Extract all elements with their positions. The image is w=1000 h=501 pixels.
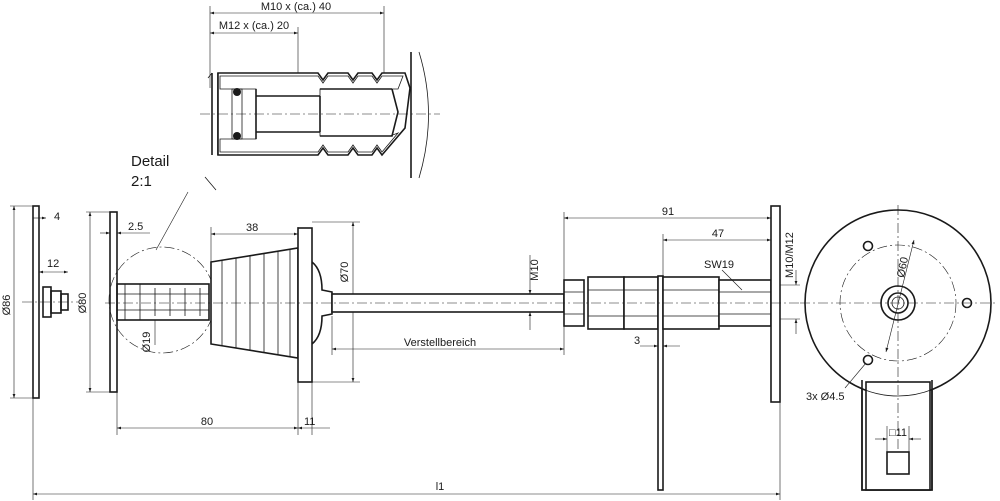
dim-d60: Ø60 xyxy=(895,256,911,279)
dim-adjust-range: Verstellbereich xyxy=(404,337,476,349)
main-assembly: Ø80 2.5 Ø19 38 Ø70 M10 Ver xyxy=(32,205,800,500)
dim-w3: 3 xyxy=(634,335,640,347)
dim-d86: Ø86 xyxy=(1,295,13,316)
detail-scale: 2:1 xyxy=(131,173,152,190)
dim-m10-depth: M10 x (ca.) 40 xyxy=(261,1,331,13)
dim-w4: 4 xyxy=(54,211,60,223)
dim-w2-5: 2.5 xyxy=(128,221,143,233)
detail-label: Detail xyxy=(131,153,169,170)
label-holes: 3x Ø4.5 xyxy=(806,391,845,403)
dim-m12-depth: M12 x (ca.) 20 xyxy=(219,20,289,32)
dim-w80: 80 xyxy=(201,416,213,428)
dim-w47: 47 xyxy=(712,228,724,240)
dim-d70: Ø70 xyxy=(339,262,351,283)
dim-sq11: □11 xyxy=(889,427,907,439)
dim-l1: l1 xyxy=(436,481,445,493)
dim-w11: 11 xyxy=(304,416,315,428)
dim-m10: M10 xyxy=(529,259,541,280)
dim-d80: Ø80 xyxy=(77,293,89,314)
dim-w12: 12 xyxy=(47,258,59,270)
label-sw19: SW19 xyxy=(704,259,734,271)
dim-m10-m12: M10/M12 xyxy=(784,232,796,278)
dim-w91: 91 xyxy=(662,206,674,218)
dim-d19: Ø19 xyxy=(141,332,153,353)
left-disc-view: Ø86 4 12 xyxy=(1,205,80,399)
detail-view: M10 x (ca.) 40 M12 x (ca.) 20 xyxy=(200,1,440,191)
dim-w38: 38 xyxy=(246,222,258,234)
front-view: Ø60 3x Ø4.5 □11 xyxy=(800,205,995,491)
